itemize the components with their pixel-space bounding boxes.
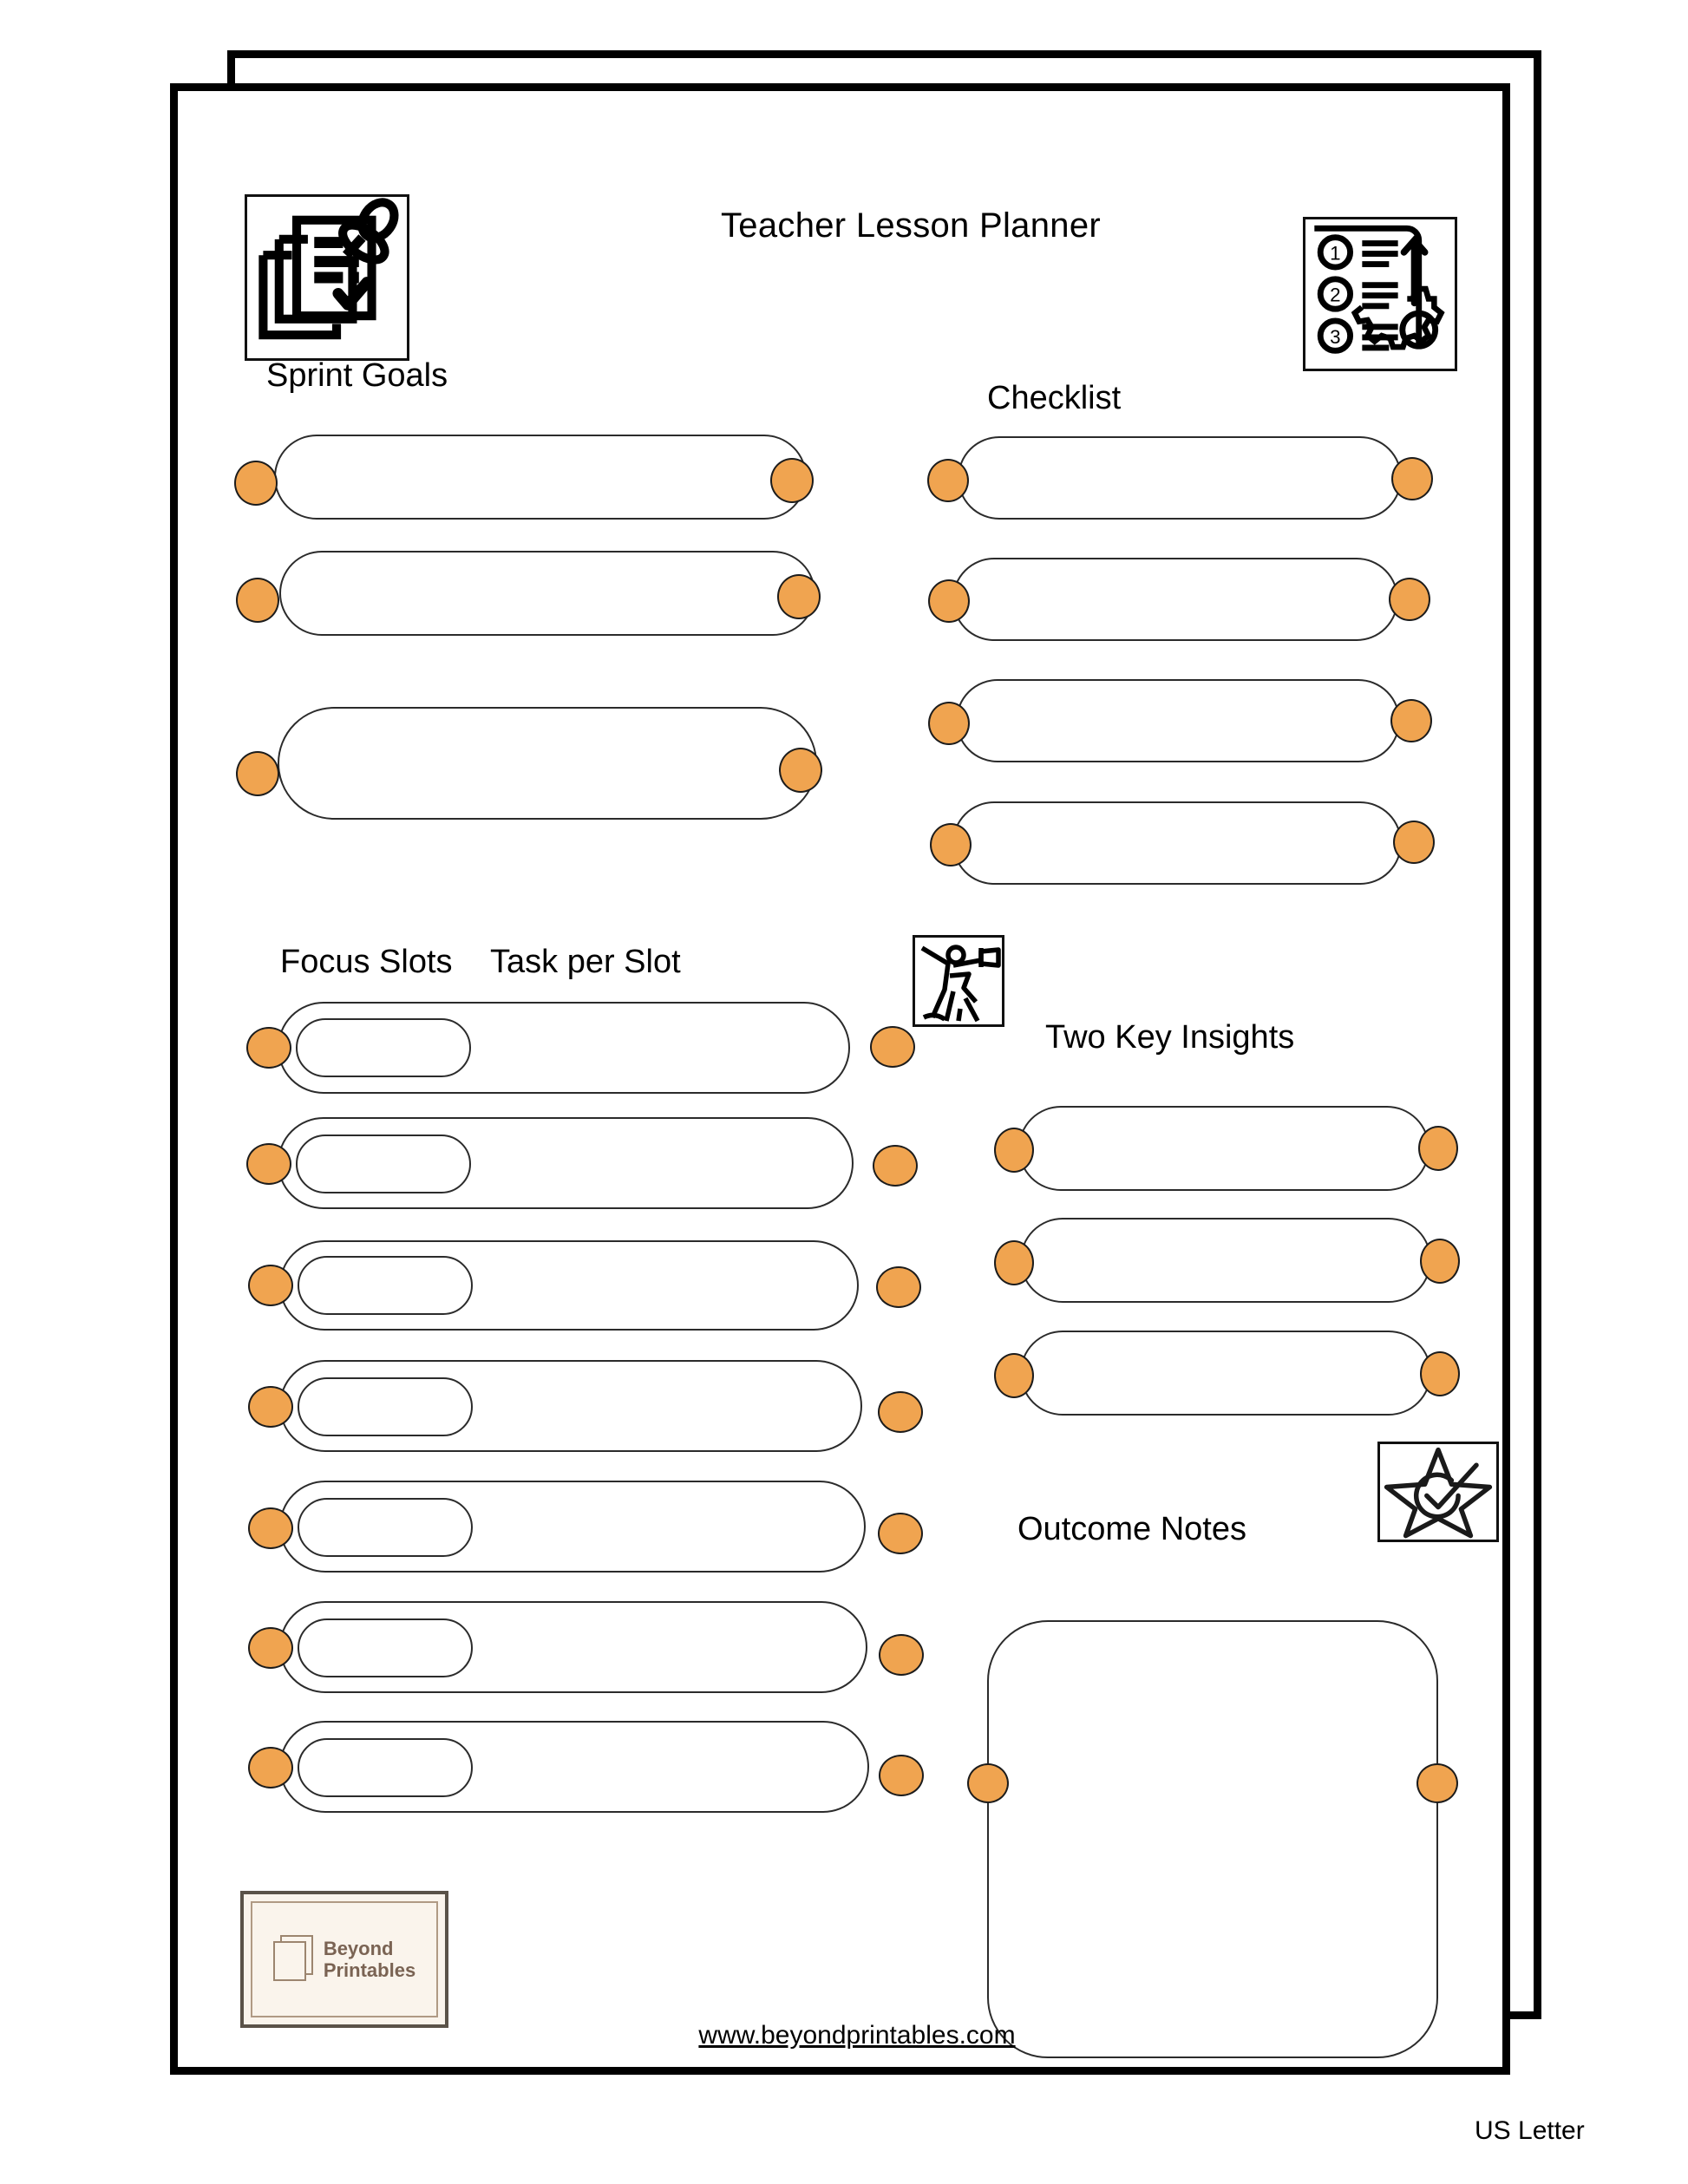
star-check-badge-icon: [1377, 1442, 1499, 1542]
focus-slot-dot-right[interactable]: [878, 1391, 923, 1433]
focus-slot-task-field[interactable]: [296, 1135, 471, 1193]
focus-slot-dot-right[interactable]: [873, 1145, 918, 1187]
checklist-row-dot-left[interactable]: [928, 579, 970, 623]
focus-slot-dot-right[interactable]: [870, 1026, 915, 1068]
checklist-row-dot-right[interactable]: [1389, 578, 1430, 621]
checklist-row[interactable]: [956, 679, 1400, 762]
paper-size-label: US Letter: [1475, 2116, 1585, 2145]
focus-slot-dot-left[interactable]: [248, 1627, 293, 1669]
focus-slot-task-field[interactable]: [298, 1618, 473, 1677]
focus-slot-dot-left[interactable]: [246, 1143, 291, 1185]
svg-text:3: 3: [1330, 326, 1340, 348]
focus-slot-dot-left[interactable]: [246, 1027, 291, 1069]
sprint-goal-row[interactable]: [278, 707, 817, 820]
checklist-row[interactable]: [952, 558, 1398, 641]
focus-slot-dot-right[interactable]: [879, 1755, 924, 1796]
page-title: Teacher Lesson Planner: [721, 206, 1101, 245]
checklist-row-dot-right[interactable]: [1393, 821, 1435, 864]
section-label-two-key-insights: Two Key Insights: [1045, 1019, 1295, 1056]
checklist-row[interactable]: [952, 801, 1402, 885]
focus-slot-task-field[interactable]: [296, 1018, 471, 1077]
outcome-notes-dot-left[interactable]: [967, 1763, 1009, 1803]
insight-row-dot-right[interactable]: [1418, 1126, 1458, 1171]
svg-text:2: 2: [1330, 284, 1340, 306]
focus-slot-row[interactable]: [279, 1481, 866, 1573]
focus-slot-task-field[interactable]: [298, 1256, 473, 1315]
brand-logo-text: Beyond Printables: [324, 1938, 415, 1981]
sprint-goal-row-dot-left[interactable]: [236, 751, 279, 796]
insight-row-dot-left[interactable]: [994, 1240, 1034, 1285]
focus-slot-dot-left[interactable]: [248, 1386, 293, 1428]
focus-slot-row[interactable]: [278, 1002, 850, 1094]
checklist-row-dot-left[interactable]: [930, 823, 972, 866]
outcome-notes-dot-right[interactable]: [1416, 1763, 1458, 1803]
checklist-row-dot-right[interactable]: [1390, 699, 1432, 742]
insight-row[interactable]: [1020, 1331, 1431, 1416]
sprint-goal-row-dot-right[interactable]: [770, 458, 814, 503]
insight-row[interactable]: [1020, 1218, 1431, 1303]
insight-row-dot-right[interactable]: [1420, 1239, 1460, 1284]
section-label-focus-slots: Focus Slots: [280, 944, 453, 980]
checklist-row-dot-left[interactable]: [927, 459, 969, 502]
footer-website-link[interactable]: www.beyondprintables.com: [698, 2021, 1016, 2050]
focus-slot-dot-left[interactable]: [248, 1507, 293, 1549]
brand-logo-inner: Beyond Printables: [251, 1901, 438, 2017]
brand-line-2: Printables: [323, 1959, 416, 1981]
focus-slot-task-field[interactable]: [298, 1498, 473, 1557]
section-label-checklist: Checklist: [987, 380, 1122, 416]
svg-text:1: 1: [1330, 242, 1340, 264]
section-label-task-per-slot: Task per Slot: [490, 944, 681, 980]
sprint-goal-row-dot-right[interactable]: [777, 574, 821, 619]
focus-slot-task-field[interactable]: [298, 1738, 473, 1797]
focus-slot-dot-left[interactable]: [248, 1747, 293, 1788]
numbered-steps-gear-arrow-icon: 1 2 3: [1303, 217, 1457, 371]
insight-row-dot-left[interactable]: [994, 1128, 1034, 1173]
checklist-row-dot-left[interactable]: [928, 702, 970, 745]
outcome-notes-field[interactable]: [987, 1620, 1438, 2058]
sprint-goal-row[interactable]: [279, 551, 815, 636]
clipboard-checklist-pin-icon: [245, 194, 409, 361]
insight-row[interactable]: [1018, 1106, 1430, 1191]
section-label-sprint-goals: Sprint Goals: [266, 357, 448, 394]
focus-slot-dot-right[interactable]: [878, 1513, 923, 1554]
climber-flag-summit-icon: [913, 935, 1004, 1027]
focus-slot-task-field[interactable]: [298, 1377, 473, 1436]
stacked-pages-icon: [272, 1935, 315, 1984]
sprint-goal-row-dot-right[interactable]: [779, 748, 822, 793]
focus-slot-dot-right[interactable]: [879, 1634, 924, 1676]
insight-row-dot-left[interactable]: [994, 1353, 1034, 1398]
checklist-row-dot-right[interactable]: [1391, 457, 1433, 500]
sprint-goal-row-dot-left[interactable]: [234, 461, 278, 506]
sprint-goal-row-dot-left[interactable]: [236, 578, 279, 623]
brand-logo: Beyond Printables: [240, 1891, 448, 2028]
checklist-row[interactable]: [958, 436, 1402, 520]
insight-row-dot-right[interactable]: [1420, 1351, 1460, 1396]
focus-slot-dot-right[interactable]: [876, 1266, 921, 1308]
section-label-outcome-notes: Outcome Notes: [1017, 1511, 1246, 1547]
brand-line-1: Beyond: [323, 1938, 394, 1959]
sprint-goal-row[interactable]: [274, 435, 807, 520]
focus-slot-dot-left[interactable]: [248, 1265, 293, 1306]
